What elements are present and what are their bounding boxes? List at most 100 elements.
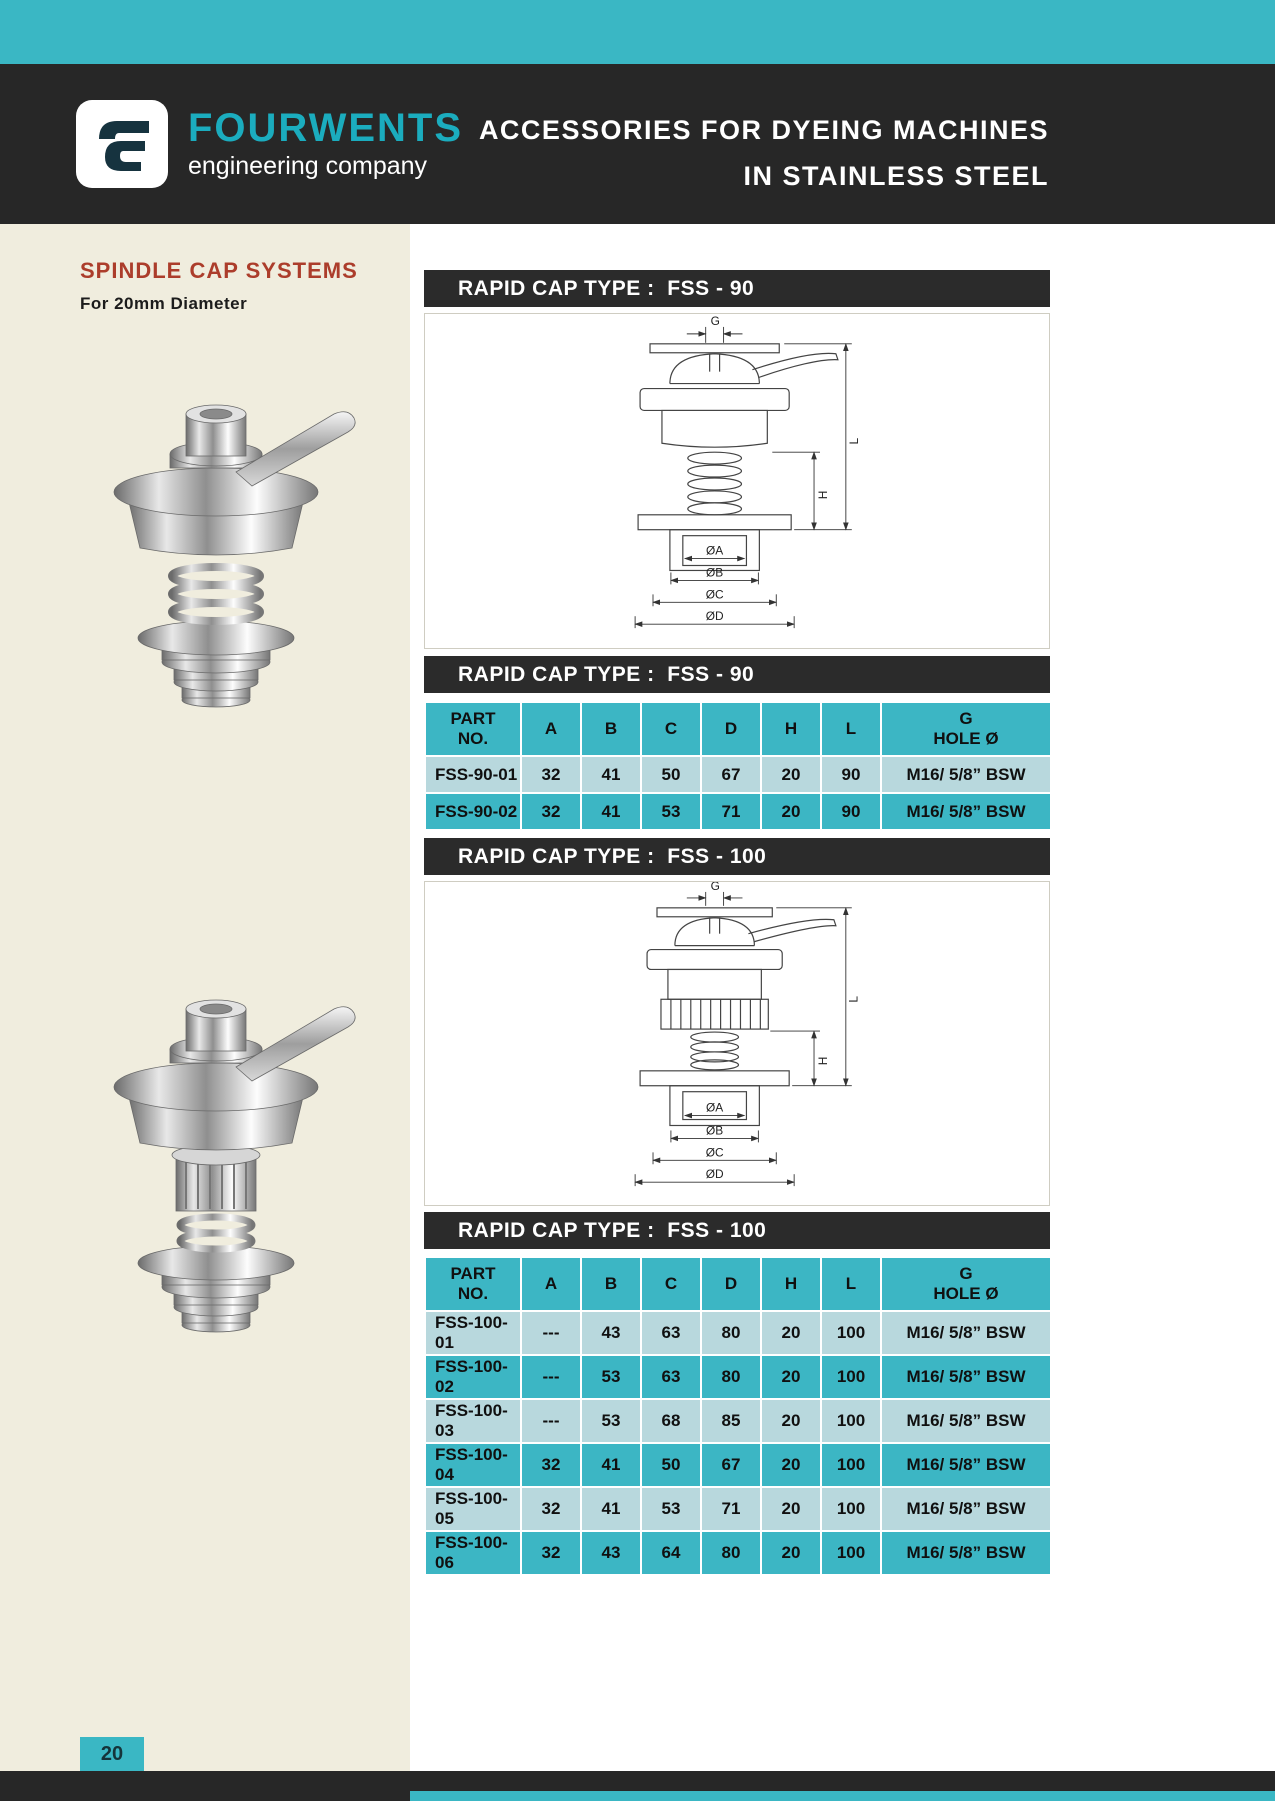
dim-label-oa: ØA xyxy=(706,544,723,558)
brand-tagline: engineering company xyxy=(188,151,428,180)
spec-cell: M16/ 5/8” BSW xyxy=(880,1486,1052,1532)
column-header: B xyxy=(580,1256,642,1312)
fourwents-logo-icon xyxy=(99,121,149,171)
spec-cell: 80 xyxy=(700,1530,762,1576)
spec-cell: 90 xyxy=(820,792,882,831)
spec-cell: 100 xyxy=(820,1442,882,1488)
column-header: L xyxy=(820,1256,882,1312)
spindle-cap-render xyxy=(113,999,356,1333)
content-panel: RAPID CAP TYPE : FSS - 90 xyxy=(410,224,1275,1772)
spec-cell: 41 xyxy=(580,755,642,794)
section-bar-fss100-drawing: RAPID CAP TYPE : FSS - 100 xyxy=(424,838,1050,875)
page-header: FOURWENTS engineering company ACCESSORIE… xyxy=(0,64,1275,224)
spec-cell: 53 xyxy=(640,1486,702,1532)
brand-name: FOURWENTS xyxy=(188,105,464,150)
dim-label-l: L xyxy=(847,438,861,445)
spec-cell: 32 xyxy=(520,1442,582,1488)
dim-label-ob: ØB xyxy=(706,1123,723,1137)
technical-drawing-box-fss90: G L H ØA ØB ØC ØD xyxy=(424,313,1050,649)
spec-cell: 20 xyxy=(760,1354,822,1400)
page-title: ACCESSORIES FOR DYEING MACHINES IN STAIN… xyxy=(479,108,1049,200)
part-no-cell: FSS-100-06 xyxy=(424,1530,522,1576)
spec-cell: 71 xyxy=(700,1486,762,1532)
spec-cell: 100 xyxy=(820,1398,882,1444)
spec-cell: 100 xyxy=(820,1310,882,1356)
spec-cell: 100 xyxy=(820,1486,882,1532)
part-no-cell: FSS-90-01 xyxy=(424,755,522,794)
spec-cell: --- xyxy=(520,1310,582,1356)
section-bar-fss100-table: RAPID CAP TYPE : FSS - 100 xyxy=(424,1212,1050,1249)
technical-drawing-fss-90: G L H ØA ØB ØC ØD xyxy=(634,314,861,629)
spec-cell: 32 xyxy=(520,1530,582,1576)
section-bar-fss90-drawing: RAPID CAP TYPE : FSS - 90 xyxy=(424,270,1050,307)
part-no-cell: FSS-100-02 xyxy=(424,1354,522,1400)
column-header: A xyxy=(520,701,582,757)
bottom-accent-bar xyxy=(410,1791,1275,1801)
top-accent-bar xyxy=(0,0,1275,64)
part-no-cell: FSS-100-01 xyxy=(424,1310,522,1356)
column-header: A xyxy=(520,1256,582,1312)
product-photo-fss-90 xyxy=(113,404,356,708)
dim-label-h: H xyxy=(816,491,830,500)
column-header: G HOLE Ø xyxy=(880,701,1052,757)
spec-cell: 20 xyxy=(760,755,822,794)
page-title-line1: ACCESSORIES FOR DYEING MACHINES xyxy=(478,115,1049,145)
spec-cell: 100 xyxy=(820,1530,882,1576)
spec-cell: 68 xyxy=(640,1398,702,1444)
part-no-cell: FSS-90-02 xyxy=(424,792,522,831)
spec-cell: 50 xyxy=(640,755,702,794)
page-title-line2: IN STAINLESS STEEL xyxy=(743,160,1049,191)
spec-cell: M16/ 5/8” BSW xyxy=(880,792,1052,831)
spec-cell: 43 xyxy=(580,1530,642,1576)
spec-cell: 67 xyxy=(700,755,762,794)
dim-label-g: G xyxy=(711,882,720,893)
spindle-cap-render xyxy=(113,404,356,708)
dim-label-oa: ØA xyxy=(706,1101,723,1115)
dim-label-g: G xyxy=(711,314,720,328)
part-no-cell: FSS-100-05 xyxy=(424,1486,522,1532)
spec-cell: M16/ 5/8” BSW xyxy=(880,755,1052,794)
dim-label-oc: ØC xyxy=(706,1145,724,1159)
column-header: D xyxy=(700,1256,762,1312)
dim-label-ob: ØB xyxy=(706,565,723,579)
column-header: G HOLE Ø xyxy=(880,1256,1052,1312)
spec-cell: --- xyxy=(520,1398,582,1444)
spec-cell: 80 xyxy=(700,1310,762,1356)
spec-cell: 20 xyxy=(760,1310,822,1356)
spec-cell: 50 xyxy=(640,1442,702,1488)
column-header: H xyxy=(760,1256,822,1312)
section-subheading: For 20mm Diameter xyxy=(80,294,248,313)
dim-label-od: ØD xyxy=(706,609,724,623)
dim-label-oc: ØC xyxy=(706,587,724,601)
spec-cell: M16/ 5/8” BSW xyxy=(880,1442,1052,1488)
column-header: PART NO. xyxy=(424,701,522,757)
spec-cell: 20 xyxy=(760,1486,822,1532)
spec-cell: 80 xyxy=(700,1354,762,1400)
spec-cell: 20 xyxy=(760,1398,822,1444)
brand-text: FOURWENTS engineering company xyxy=(188,108,463,181)
company-logo: FOURWENTS engineering company xyxy=(76,100,463,188)
spec-cell: 20 xyxy=(760,1442,822,1488)
spec-cell: 43 xyxy=(580,1310,642,1356)
spec-cell: 53 xyxy=(580,1398,642,1444)
spec-cell: M16/ 5/8” BSW xyxy=(880,1354,1052,1400)
column-header: L xyxy=(820,701,882,757)
spec-cell: 90 xyxy=(820,755,882,794)
spec-cell: 100 xyxy=(820,1354,882,1400)
spec-cell: 41 xyxy=(580,792,642,831)
column-header: C xyxy=(640,1256,702,1312)
part-no-cell: FSS-100-04 xyxy=(424,1442,522,1488)
dimension-lines xyxy=(634,891,852,1187)
spec-cell: --- xyxy=(520,1354,582,1400)
spec-cell: 85 xyxy=(700,1398,762,1444)
spec-cell: M16/ 5/8” BSW xyxy=(880,1398,1052,1444)
dim-label-l: L xyxy=(847,996,861,1003)
